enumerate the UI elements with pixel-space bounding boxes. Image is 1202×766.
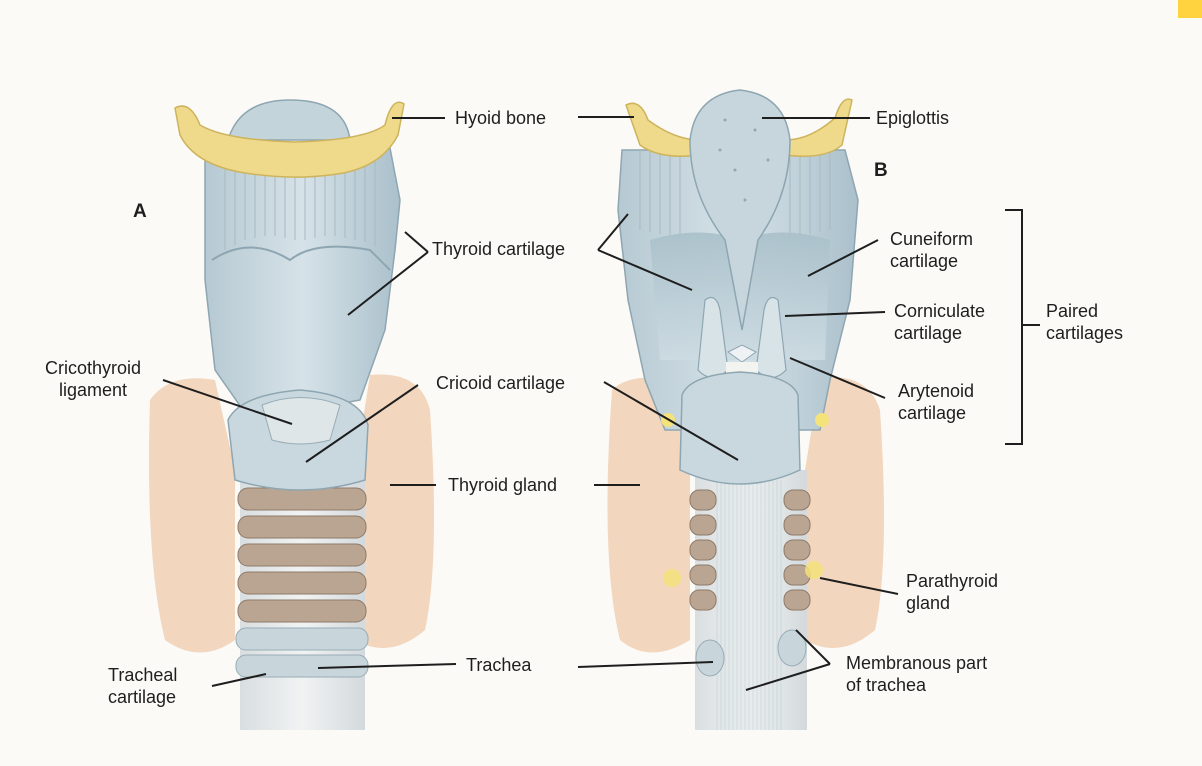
label-epiglottis: Epiglottis — [876, 107, 949, 129]
label-membranous-line1: Membranous part — [846, 652, 987, 674]
cricothyroid-ligament-a — [262, 398, 340, 445]
corner-accent — [1178, 0, 1202, 18]
panel-label-b: B — [874, 160, 888, 182]
panel-a-figure — [149, 100, 434, 730]
label-corniculate-line1: Corniculate — [894, 300, 985, 322]
label-thyroid-cartilage: Thyroid cartilage — [432, 238, 565, 260]
label-parathyroid-line2: gland — [906, 592, 998, 614]
panel-b-figure — [608, 90, 885, 730]
paired-bracket — [1005, 210, 1022, 444]
thyroid-gland-left-lobe — [149, 378, 235, 652]
label-corniculate-cartilage: Corniculate cartilage — [894, 300, 985, 344]
leader-thyroid-a — [405, 232, 428, 252]
label-hyoid-bone: Hyoid bone — [455, 107, 546, 129]
label-cuneiform-line2: cartilage — [890, 250, 973, 272]
leader-trachea-b — [578, 662, 713, 667]
cricoid-cartilage-b — [680, 372, 800, 484]
label-paired-line2: cartilages — [1046, 322, 1123, 344]
hyoid-bone-b — [626, 103, 700, 156]
tracheal-rings-a — [238, 488, 366, 622]
membranous-part-b — [716, 480, 784, 730]
label-cuneiform-line1: Cuneiform — [890, 228, 973, 250]
label-thyroid-gland: Thyroid gland — [448, 474, 557, 496]
label-arytenoid-cartilage: Arytenoid cartilage — [898, 380, 974, 424]
label-tracheal-line2: cartilage — [108, 686, 177, 708]
label-cricothyroid-ligament: Cricothyroid ligament — [18, 357, 168, 401]
thyroid-gland-right-lobe — [355, 374, 434, 648]
label-membranous-line2: of trachea — [846, 674, 987, 696]
label-corniculate-line2: cartilage — [894, 322, 985, 344]
label-paired-cartilages: Paired cartilages — [1046, 300, 1123, 344]
label-membranous-part: Membranous part of trachea — [846, 652, 987, 696]
label-cuneiform-cartilage: Cuneiform cartilage — [890, 228, 973, 272]
label-tracheal-line1: Tracheal — [108, 664, 177, 686]
label-arytenoid-line2: cartilage — [898, 402, 974, 424]
label-cricothyroid-line1: Cricothyroid — [18, 357, 168, 379]
label-arytenoid-line1: Arytenoid — [898, 380, 974, 402]
label-paired-line1: Paired — [1046, 300, 1123, 322]
label-trachea: Trachea — [466, 654, 531, 676]
label-parathyroid-gland: Parathyroid gland — [906, 570, 998, 614]
label-cricothyroid-line2: ligament — [18, 379, 168, 401]
label-cricoid-cartilage: Cricoid cartilage — [436, 372, 565, 394]
panel-label-a: A — [133, 201, 147, 223]
label-parathyroid-line1: Parathyroid — [906, 570, 998, 592]
label-tracheal-cartilage: Tracheal cartilage — [108, 664, 177, 708]
